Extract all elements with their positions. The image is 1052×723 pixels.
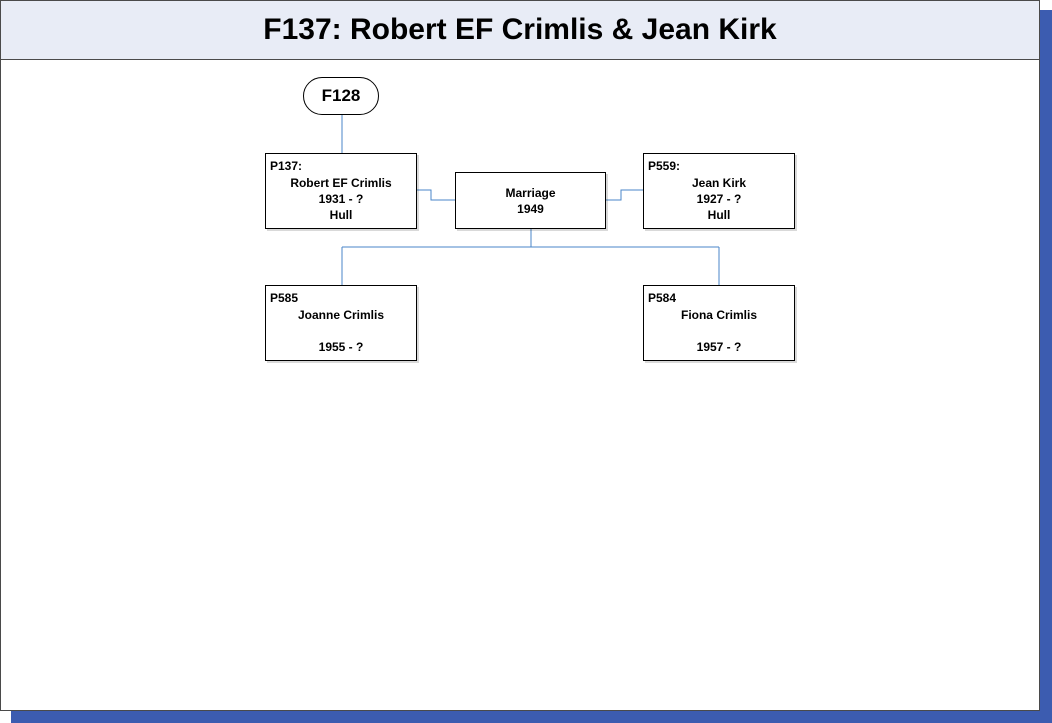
page-title: F137: Robert EF Crimlis & Jean Kirk (263, 13, 777, 46)
child-dates: 1957 - ? (696, 340, 742, 354)
wife-name: Jean Kirk (691, 176, 747, 190)
parent-family-node[interactable]: F128 (303, 77, 379, 115)
child-dates: 1955 - ? (318, 340, 364, 354)
child-box[interactable]: P585 Joanne Crimlis 1955 - ? (265, 285, 417, 361)
child-box[interactable]: P584 Fiona Crimlis 1957 - ? (643, 285, 795, 361)
child-name: Fiona Crimlis (680, 308, 757, 322)
wife-id: P559: (648, 159, 681, 173)
child-id: P585 (270, 291, 299, 305)
child-id: P584 (648, 291, 677, 305)
husband-name: Robert EF Crimlis (290, 176, 392, 190)
connector-lines (341, 115, 720, 285)
marriage-box[interactable]: Marriage 1949 (455, 172, 606, 229)
husband-dates: 1931 - ? (318, 192, 364, 206)
wife-place: Hull (707, 208, 731, 222)
title-bar: F137: Robert EF Crimlis & Jean Kirk (1, 1, 1039, 60)
wife-box[interactable]: P559: Jean Kirk 1927 - ? Hull (643, 153, 795, 229)
wife-marriage-connector (606, 189, 643, 201)
child-name: Joanne Crimlis (297, 308, 385, 322)
chart-page: F137: Robert EF Crimlis & Jean Kirk F128… (0, 0, 1040, 711)
marriage-label: Marriage (505, 185, 556, 200)
husband-place: Hull (329, 208, 353, 222)
wife-dates: 1927 - ? (696, 192, 742, 206)
marriage-year: 1949 (517, 201, 544, 216)
husband-box[interactable]: P137: Robert EF Crimlis 1931 - ? Hull (265, 153, 417, 229)
husband-id: P137: (270, 159, 303, 173)
husband-marriage-connector (417, 189, 455, 201)
